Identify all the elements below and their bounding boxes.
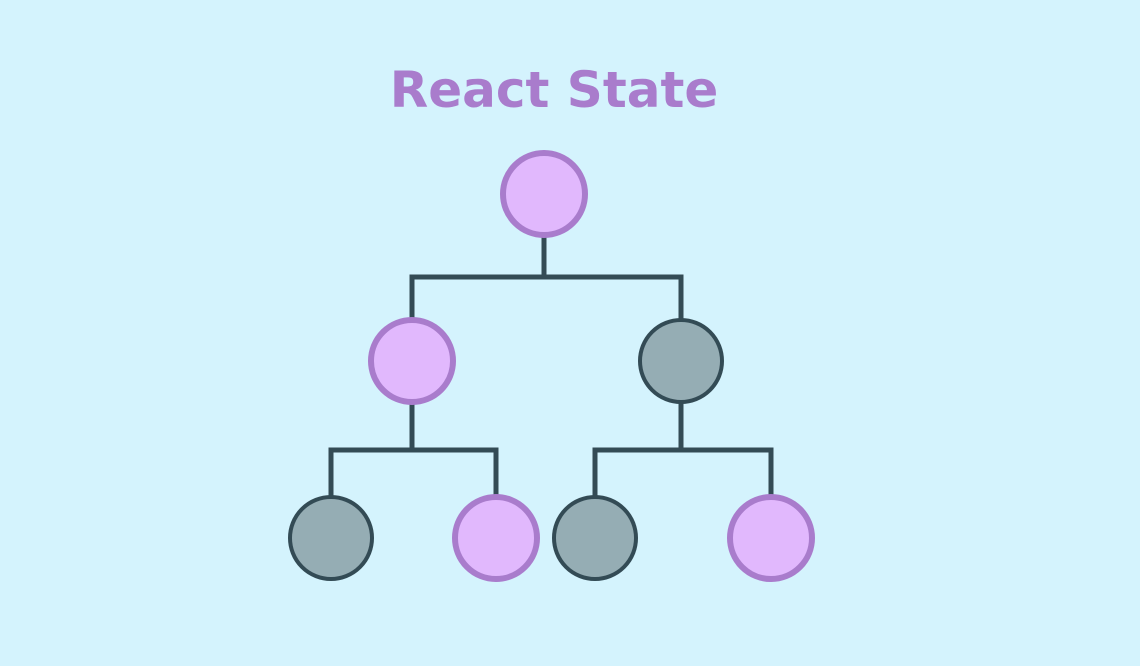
node-left-left-leaf-stateless (288, 495, 374, 581)
connector-root-to-right-child (541, 236, 684, 319)
connector-root-to-left-child (409, 236, 547, 319)
node-left-right-leaf-stateful (452, 494, 540, 582)
tree-nodes (288, 150, 815, 582)
tree-connectors (328, 236, 774, 496)
connector-right-child-to-right-right-leaf (678, 403, 774, 496)
connector-left-child-to-left-left-leaf (328, 403, 415, 496)
node-left-child-stateful (368, 317, 456, 405)
connector-left-child-to-left-right-leaf (409, 403, 499, 496)
diagram-title: React State (389, 61, 719, 119)
node-right-child-stateless (638, 318, 724, 404)
connector-right-child-to-right-left-leaf (592, 403, 684, 496)
node-right-right-leaf-stateful (727, 494, 815, 582)
node-right-left-leaf-stateless (552, 495, 638, 581)
node-root-stateful (500, 150, 588, 238)
